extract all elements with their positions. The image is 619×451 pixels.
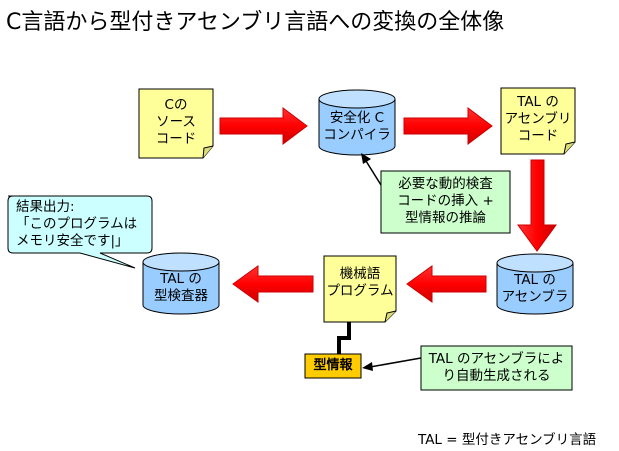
c-source-label: Cの ソース コード — [139, 97, 213, 148]
safe-c-compiler-line: コンパイラ — [323, 127, 391, 143]
result-bubble-shape — [7, 195, 153, 269]
c-source-line: コード — [155, 131, 197, 147]
tal-assembly-code-label: TAL の アセンブリ コード — [501, 94, 575, 145]
arrow-source-to-compiler — [219, 107, 308, 145]
checks-note-line: 型情報の推論 — [405, 210, 486, 226]
program-to-type-info-line — [337, 322, 351, 354]
auto-generated-note-line: り自動生成される — [442, 368, 551, 384]
tal-assembler-cylinder — [496, 253, 574, 315]
checks-note-line: コードの挿入 + — [397, 193, 494, 209]
tal-type-checker-line: TAL の — [160, 271, 202, 287]
c-source-line: ソース — [156, 114, 196, 130]
safe-c-compiler-line: 安全化 C — [329, 110, 385, 126]
tal-assembler-line: アセンブラ — [501, 289, 569, 305]
tal-assembler-label: TAL の アセンブラ — [497, 272, 573, 306]
safe-c-compiler-label: 安全化 C コンパイラ — [319, 110, 395, 144]
result-bubble-label: 結果出力: 「このプログラムは メモリ安全です|」 — [16, 199, 150, 250]
tal-assembly-code-line: コード — [517, 128, 559, 144]
tal-assembly-code-line: アセンブリ — [504, 111, 572, 127]
page-title: C言語から型付きアセンブリ言語への変換の全体像 — [6, 10, 505, 35]
tal-type-checker-line: 型検査器 — [154, 288, 208, 304]
result-bubble-line: 結果出力: — [16, 199, 75, 215]
tal-type-checker-cylinder — [142, 252, 220, 315]
tal-type-checker-label: TAL の 型検査器 — [143, 271, 219, 305]
checks-note-label: 必要な動的検査 コードの挿入 + 型情報の推論 — [381, 176, 510, 227]
machine-program-line: プログラム — [326, 283, 394, 299]
c-source-line: Cの — [164, 97, 188, 113]
arrow-program-to-checker — [232, 265, 314, 303]
machine-program-line: 機械語 — [339, 266, 381, 282]
auto-generated-note-box — [420, 345, 573, 391]
checks-note-line: 必要な動的検査 — [398, 176, 493, 192]
machine-program-label: 機械語 プログラム — [324, 266, 396, 300]
type-info-tag-box — [304, 353, 362, 379]
result-bubble-line: 「このプログラムは — [16, 216, 138, 232]
machine-program-note — [323, 255, 397, 323]
footer-definition: TAL = 型付きアセンブリ言語 — [418, 432, 597, 448]
arrow-compiler-to-assembly — [403, 107, 493, 145]
result-bubble-line: メモリ安全です|」 — [16, 233, 129, 249]
tal-assembler-line: TAL の — [514, 272, 556, 288]
tal-assembly-code-line: TAL の — [517, 94, 559, 110]
auto-generated-note-label: TAL のアセンブラによ り自動生成される — [421, 351, 572, 385]
c-source-note — [138, 88, 214, 159]
auto-generated-note-line: TAL のアセンブラによ — [428, 351, 565, 367]
arrow-assembler-to-program — [406, 265, 487, 303]
arrow-checks-to-compiler — [361, 153, 382, 186]
type-info-tag: 型情報 — [313, 358, 353, 373]
safe-c-compiler-cylinder — [318, 89, 396, 156]
arrow-assembly-to-assembler — [517, 159, 557, 252]
arrow-note-to-type-info — [362, 357, 422, 371]
checks-note-box — [380, 170, 511, 234]
tal-assembly-code-note — [500, 87, 576, 155]
